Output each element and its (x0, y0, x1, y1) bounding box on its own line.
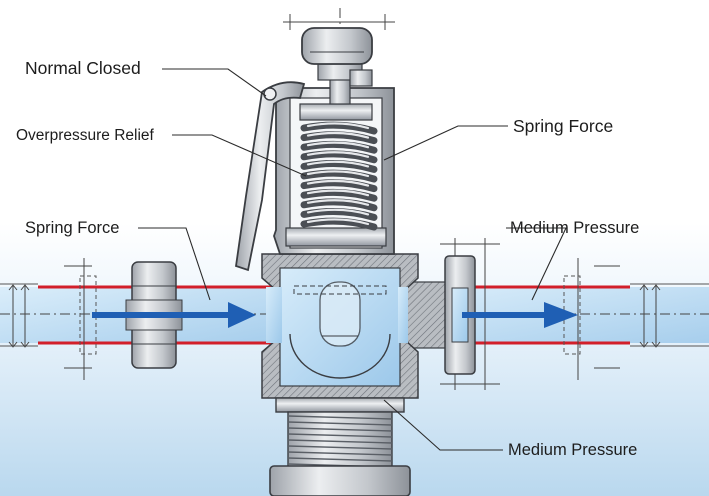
callout-overpressure-relief: Overpressure Relief (16, 127, 154, 144)
threaded-inlet (269, 397, 411, 496)
callout-spring-force-right: Spring Force (513, 116, 614, 136)
spring-coil (300, 217, 378, 231)
flow-arrows (92, 302, 578, 328)
inlet-flow-arrowhead (228, 302, 256, 328)
spring-coil (300, 198, 378, 212)
leader-overpressure (172, 134, 307, 177)
spring-coil (300, 188, 378, 202)
leader-medium-bottom (383, 399, 503, 451)
spring-coil (300, 131, 378, 145)
leader-normal-closed (162, 68, 267, 97)
spring-coil (300, 160, 378, 173)
spring-coil (300, 150, 378, 164)
callout-medium-pressure-bottom: Medium Pressure (508, 441, 638, 459)
leader-spring-right (383, 125, 508, 161)
spring-coil (300, 169, 378, 183)
spring-coil (300, 140, 378, 154)
callout-medium-pressure-right: Medium Pressure (510, 219, 640, 237)
spring (300, 121, 378, 231)
outlet-flow-arrowhead (544, 302, 578, 328)
spring-coil (300, 208, 378, 221)
spring-coil (300, 121, 378, 135)
cap (301, 27, 373, 65)
leader-medium-right (506, 227, 567, 301)
callout-normal-closed: Normal Closed (25, 58, 141, 78)
leader-lines (138, 68, 567, 451)
lifting-lever (235, 81, 306, 272)
stem-and-cap (301, 27, 373, 105)
spring-coil (300, 179, 378, 193)
callout-spring-force-left: Spring Force (25, 219, 120, 237)
leader-spring-left (138, 227, 211, 301)
valve-body (261, 253, 419, 399)
